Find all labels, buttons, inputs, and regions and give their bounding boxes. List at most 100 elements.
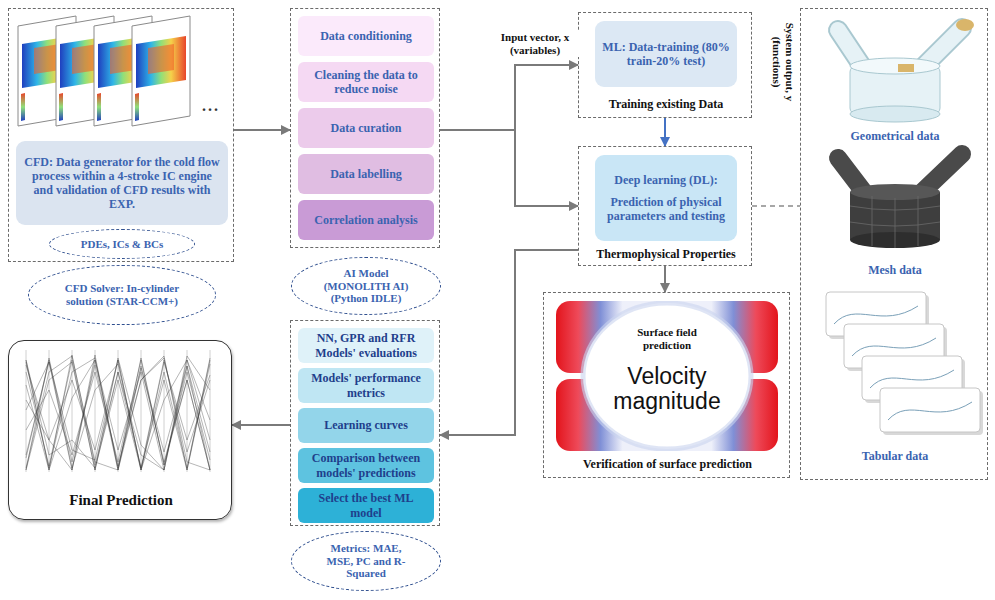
surface-field: Surface field predictionVelocity magnitu… [556,301,778,451]
mesh-top [850,184,940,200]
node-text: Geometrical data [851,129,940,143]
edge-label-text: Input vector, x (variables) [490,31,580,57]
field-centre [583,303,751,449]
process-step: Correlation analysis [298,200,434,240]
cylinder-bottom [850,106,940,122]
plot-line [26,356,210,470]
text-slot: Geometrical data [801,125,989,147]
ellipsis-mark: ... [196,96,226,116]
port-end [956,19,974,31]
node-text: Cleaning the data to reduce noise [304,68,428,96]
valve-seat [898,64,914,72]
plot-line [26,360,210,470]
node-text: Data conditioning [320,29,412,43]
node-text: AI Model (MONOLITH AI) (Python IDLE) [316,267,416,306]
sheet [880,388,980,432]
plot-line [26,358,210,470]
final-prediction-box: Final Prediction [8,340,232,520]
sheet-curve [870,370,954,388]
dl-panel: Thermophysical Properties Deep learning (… [578,146,752,266]
node-text: Thermophysical Properties [596,247,735,261]
node-text: Verification of surface prediction [583,457,752,471]
node-text: Select the best ML model [304,491,428,519]
text-slot: Final Prediction [9,487,233,515]
node-text: CFD Solver: In-cylinder solution (STAR-C… [57,282,187,308]
node-text: ML: Data-training (80% train-20% test) [601,40,731,68]
connector [752,205,800,207]
dl-box: Deep learning (DL): Prediction of physica… [595,155,737,241]
node-text: Learning curves [324,418,408,432]
node-text: Prediction of physical parameters and te… [601,195,731,223]
colour-bar [135,93,139,121]
plot-line [26,358,210,470]
text-slot: Training existing Data [579,93,753,115]
node-text: Data labelling [330,167,402,181]
cfd-snapshots [18,16,190,126]
node-text: Comparison between models' predictions [304,451,428,479]
process-step: Data conditioning [298,16,434,56]
output-label: System output, y (functions) [768,10,798,114]
connector [234,129,290,131]
text-slot: Thermophysical Properties [579,244,753,264]
plot-lines [26,355,210,470]
evaluation-step: NN, GPR and RFR Models' evaluations [298,328,434,363]
node-text: Training existing Data [609,97,723,111]
flow-field [136,36,186,88]
plot-line [26,355,210,470]
process-step: Data curation [298,108,434,148]
colour-bar [97,93,101,121]
node-text: Final Prediction [69,492,172,510]
sheet-curve [852,338,936,356]
connector [440,130,578,206]
text-slot: Tabular data [801,445,989,467]
cfd-panel: CFD Solver: In-cylinder solution (STAR-C… [8,8,234,262]
evaluation-panel: Metrics: MAE, MSE, PC and R-SquaredNN, G… [290,320,440,526]
cfd-snapshot [132,16,190,126]
flow-patch [148,44,174,74]
evaluation-step: Models' performance metrics [298,368,434,403]
parallel-coordinates-plot [26,350,210,472]
verification-panel: Verification of surface prediction Surfac… [543,292,790,478]
node-text: Data curation [331,121,402,135]
text-slot: Verification of surface prediction [544,453,791,475]
evaluation-step: Comparison between models' predictions [298,448,434,483]
node-text: NN, GPR and RFR Models' evaluations [304,331,428,359]
plot-line [26,358,210,470]
mesh-lines [850,196,940,248]
evaluation-step: Learning curves [298,408,434,443]
plot-line [26,356,210,470]
node-text: Deep learning (DL): [614,173,717,187]
label-text: ... [202,97,220,116]
bc-ellipse: PDEs, ICs & BCs [49,229,195,259]
label-text: System output, y (functions) [770,14,796,110]
engine-mesh [838,154,962,248]
sheet-curve [834,306,918,324]
process-step: Data labelling [298,154,434,194]
process-step: Cleaning the data to reduce noise [298,62,434,102]
node-text: Metrics: MAE, MSE, PC and R-Squared [316,542,416,581]
colour-bar [59,93,63,121]
text-slot: Velocity magnitude [596,359,738,419]
colour-bar [21,93,25,121]
training-panel: Training existing Data ML: Data-training … [578,12,752,118]
label-ellipse: AI Model (MONOLITH AI) (Python IDLE) [291,257,441,316]
connector [664,118,666,146]
plot-line [26,356,210,470]
node-text: Models' performance metrics [304,371,428,399]
evaluation-step: Select the best ML model [298,488,434,523]
node-text: PDEs, ICs & BCs [81,238,164,251]
snapshot-card [132,16,190,126]
plot-axes [26,350,210,472]
ml-box: ML: Data-training (80% train-20% test) [595,21,737,87]
cylinder-top [850,58,940,74]
ai-model-panel: AI Model (MONOLITH AI) (Python IDLE)Data… [290,8,440,248]
node-text: CFD: Data generator for the cold flow pr… [22,155,222,211]
tabular-sheets [826,292,983,435]
node-text: Mesh data [868,263,922,277]
node-text: Surface field prediction [627,326,707,352]
output-panel: Geometrical dataMesh dataTabular data [800,8,988,480]
cfd-box: CFD: Data generator for the cold flow pr… [16,141,228,225]
connector [232,424,290,426]
label-ellipse: Metrics: MAE, MSE, PC and R-Squared [291,531,441,591]
